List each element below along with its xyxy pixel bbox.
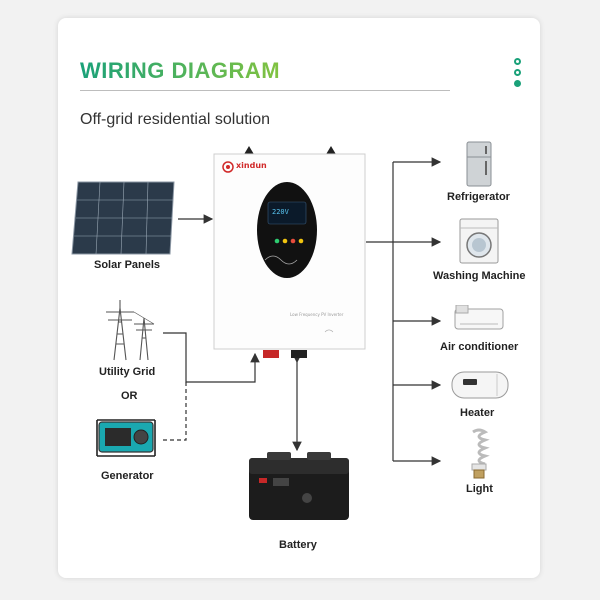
battery-icon (243, 448, 355, 523)
generator-icon (95, 412, 157, 460)
diagram-subtitle: Off-grid residential solution (80, 111, 271, 128)
air-conditioner-label: Air conditioner (440, 341, 519, 353)
heater-label: Heater (460, 407, 495, 419)
generator-label: Generator (101, 470, 154, 482)
generator-to-inverter-line (163, 382, 187, 441)
air-conditioner-icon (454, 305, 504, 333)
light-bulb-icon (466, 428, 492, 480)
menu-dots-icon[interactable] (514, 58, 524, 91)
product-label: Low Frequency PV Inverter (290, 312, 344, 317)
brand-logo-icon (222, 161, 234, 173)
water-heater-icon (451, 369, 509, 401)
battery-label: Battery (279, 539, 317, 551)
refrigerator-icon (466, 141, 492, 187)
or-label: OR (121, 390, 138, 402)
solar-panel-icon (70, 180, 178, 258)
light-label: Light (466, 483, 493, 495)
refrigerator-label: Refrigerator (447, 191, 510, 203)
washing-machine-icon (459, 218, 499, 264)
title-divider (80, 90, 450, 91)
solar-panels-label: Solar Panels (94, 259, 161, 271)
lcd-reading: 220V (272, 208, 289, 216)
inverter-unit (213, 142, 368, 367)
washing-machine-label: Washing Machine (433, 270, 526, 282)
diagram-title: WIRING DIAGRAM (80, 58, 281, 83)
brand-logo-text: xindun (236, 161, 267, 170)
utility-grid-label: Utility Grid (99, 366, 156, 378)
utility-tower-icon (96, 298, 162, 362)
